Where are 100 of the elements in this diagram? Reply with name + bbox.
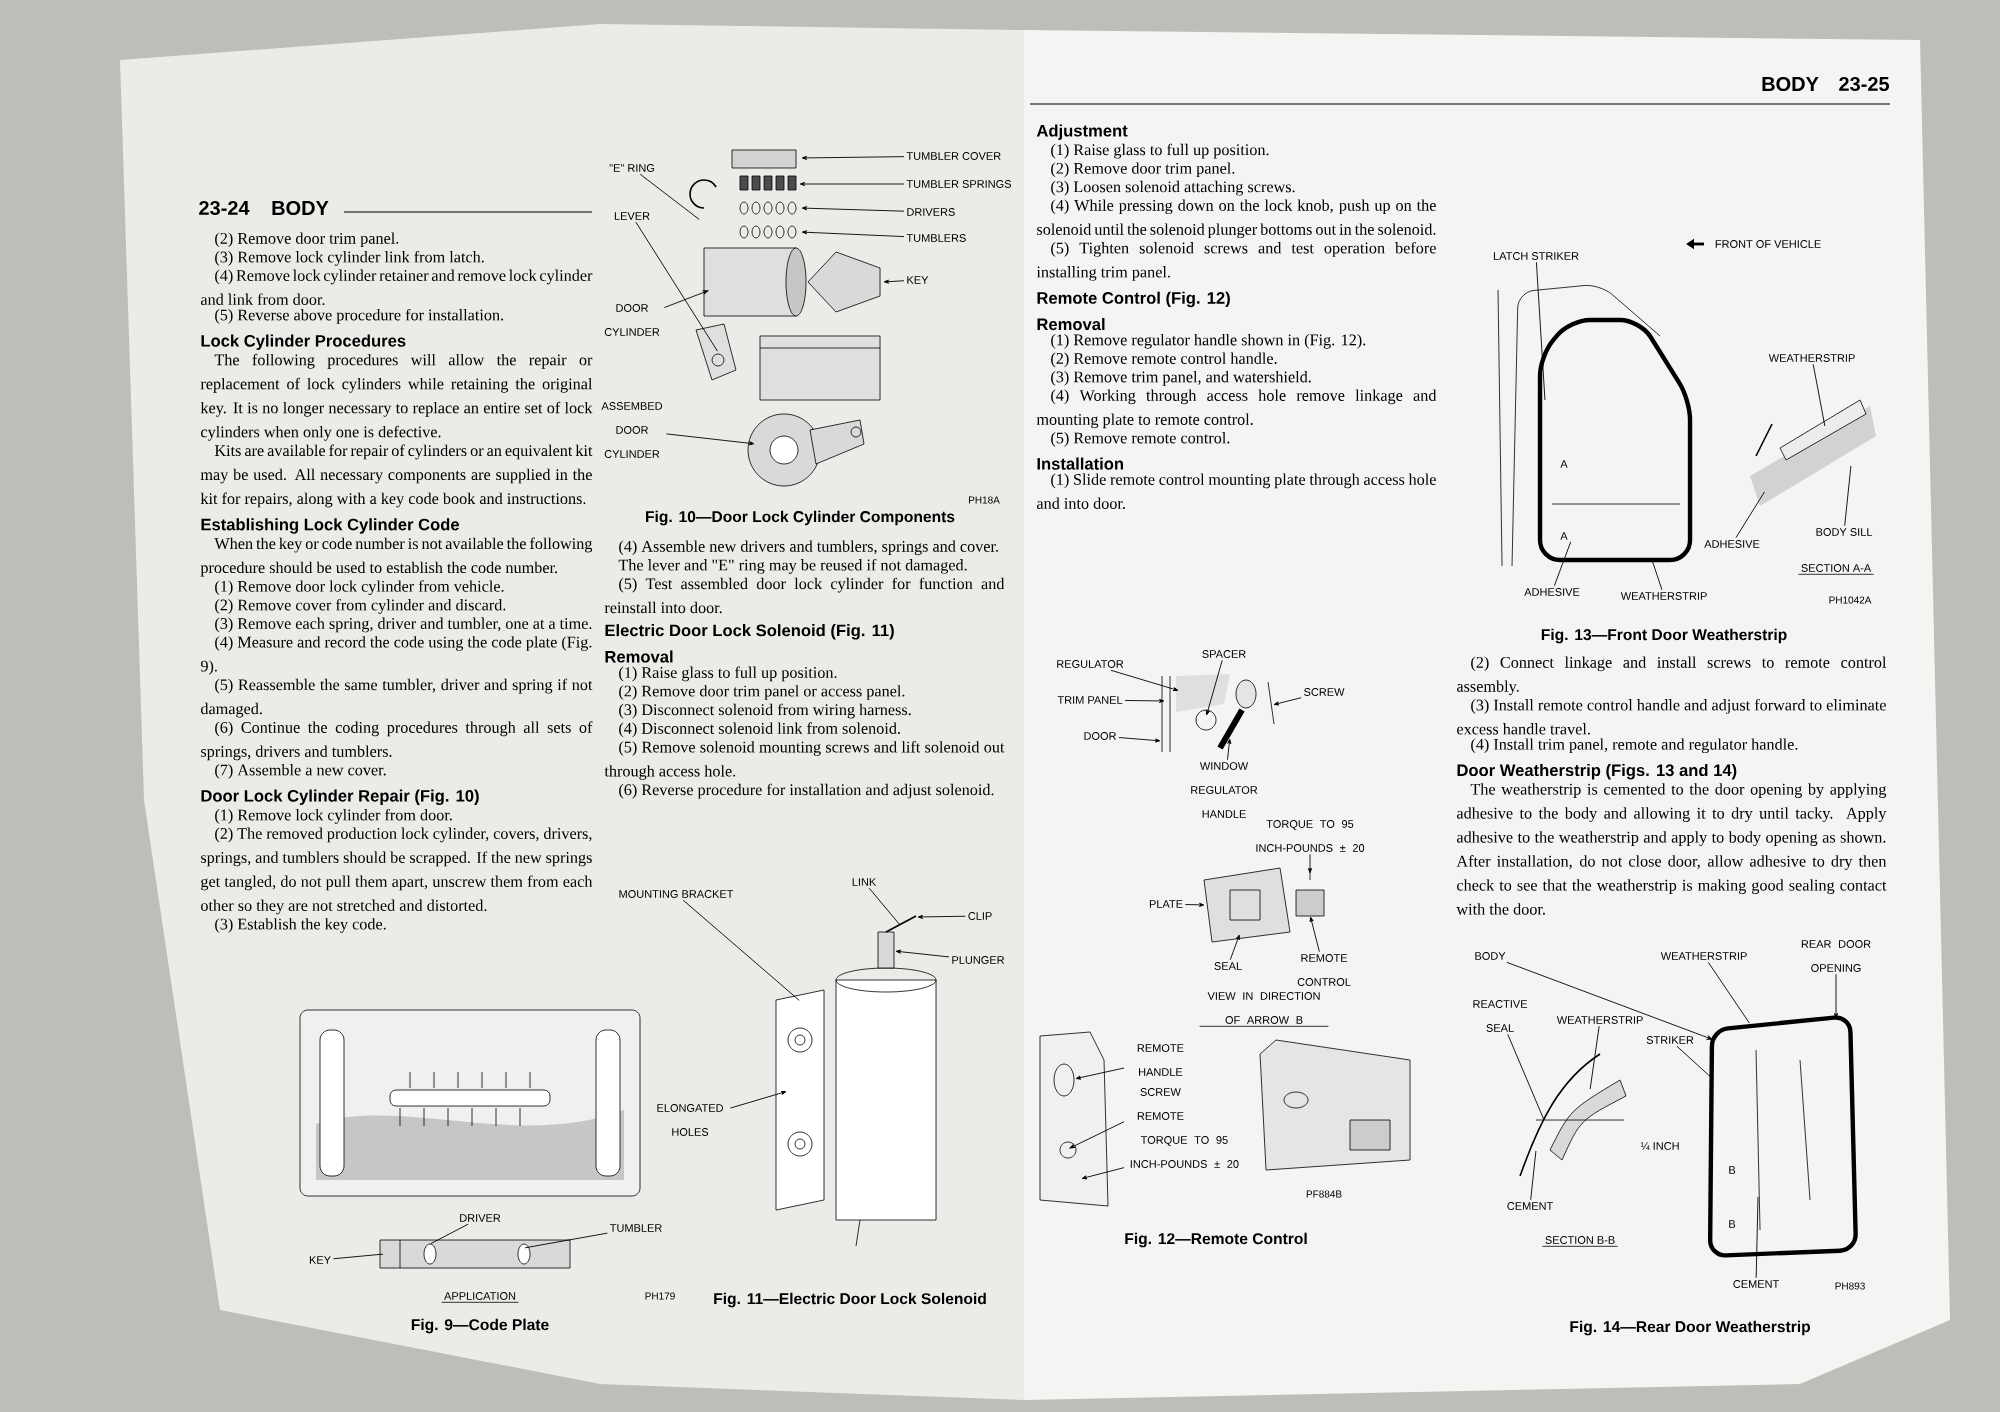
leader-line <box>1118 737 1161 743</box>
instruction-text: (4) Install trim panel, remote and regulator handle. <box>1471 738 1798 754</box>
leader-line <box>1812 363 1826 427</box>
leader-line <box>1650 557 1663 591</box>
weatherstrip-section-drawing <box>1750 399 1877 506</box>
door-drawing <box>1039 1031 1109 1207</box>
leader-line <box>799 181 905 187</box>
leader-line <box>1707 961 1750 1024</box>
instruction-text: The following procedures will allow the repair or replacement of lock cylinders while retaining the original key. It is no longer necessary to replace an entire set of lock cylinders when only one is defective. <box>200 353 593 441</box>
instruction-text: (3) Loosen solenoid attaching screws. <box>1051 180 1295 196</box>
instruction-text: (2) Remove door trim panel. <box>1051 162 1235 178</box>
leader-line <box>895 949 950 958</box>
instruction-text: (5) Tighten solenoid screws and test operation before installing trim panel. <box>1036 241 1436 281</box>
leader-line <box>1530 1150 1537 1201</box>
leader-line <box>1553 541 1572 587</box>
instruction-text: (3) Disconnect solenoid from wiring harness. <box>619 703 911 719</box>
leader-line <box>1229 934 1240 961</box>
instruction-text: (4) Assemble new drivers and tumblers, springs and cover. <box>619 540 998 556</box>
instruction-text: (1) Slide remote control mounting plate through access hole and into door. <box>1037 473 1436 509</box>
instruction-text: (4) While pressing down on the lock knob, push up on the solenoid until the solenoid plunger bottoms out in the solenoid. <box>1037 199 1436 239</box>
leader-line <box>1735 491 1765 539</box>
instruction-text: (3) Remove each spring, driver and tumbler, one at a time. <box>215 617 592 633</box>
instruction-text: The lever and "E" ring may be reused if not damaged. <box>618 558 967 574</box>
leader-line <box>1535 261 1546 401</box>
section-heading: Establishing Lock Cylinder Code <box>201 518 460 534</box>
leader-line <box>524 1232 608 1249</box>
remote-plate-drawing <box>1203 867 1325 943</box>
leader-line <box>1075 1067 1125 1080</box>
instruction-text: (4) Remove lock cylinder retainer and remove lock cylinder and link from door. <box>200 269 593 306</box>
solenoid-drawing <box>775 915 937 1247</box>
leader-line <box>332 1253 384 1260</box>
instruction-text: (5) Remove solenoid mounting screws and lift solenoid out through access hole. <box>604 741 1005 780</box>
leader-line <box>1205 659 1223 716</box>
leader-line <box>1676 1045 1714 1080</box>
instruction-text: (1) Remove regulator handle shown in (Fig. 12). <box>1051 334 1366 349</box>
instruction-text: (4) Measure and record the code using the code plate (Fig. 9). <box>200 636 592 675</box>
leader-line <box>1589 1025 1600 1090</box>
rear-door-drawing <box>1707 1015 1858 1258</box>
leader-line <box>868 887 900 925</box>
leader-line <box>883 279 905 284</box>
instruction-text: (5) Test assembled door lock cylinder for function and reinstall into door. <box>604 577 1005 614</box>
leader-line <box>1755 1196 1759 1279</box>
page-header: 23-25 <box>1839 76 1890 92</box>
leader-line <box>1507 1033 1545 1120</box>
leader-line <box>1309 916 1320 953</box>
door-frame-drawing <box>1497 285 1693 567</box>
leader-line <box>801 230 905 238</box>
section-heading: Removal <box>1037 318 1105 331</box>
instruction-text: (3) Remove trim panel, and watershield. <box>1051 371 1311 386</box>
instruction-text: (1) Raise glass to full up position. <box>1051 143 1269 159</box>
instruction-text: (4) Disconnect solenoid link from solenoid. <box>619 722 900 738</box>
section-heading: Door Lock Cylinder Repair (Fig. 10) <box>201 789 479 806</box>
page-header: BODY <box>272 200 329 216</box>
instruction-text: (4) Working through access hole remove linkage and mounting plate to remote control. <box>1036 389 1437 429</box>
section-heading: Removal <box>605 650 673 663</box>
instruction-text: (3) Remove lock cylinder link from latch. <box>215 250 484 266</box>
instruction-text: (5) Remove remote control. <box>1051 432 1230 447</box>
leader-line <box>639 173 700 220</box>
instruction-text: (7) Assemble a new cover. <box>215 764 386 779</box>
seal-section-drawing <box>1519 1053 1627 1177</box>
leader-line <box>430 1223 469 1244</box>
leader-line <box>917 914 966 919</box>
instruction-text: (2) The removed production lock cylinder, covers, drivers, springs, and tumblers should be scrapped. If the new springs get tangled, do not pull them apart, unscrew them from each other so they are not stretched and distorted. <box>201 827 593 915</box>
leader-line <box>801 206 905 212</box>
instruction-text: (2) Remove remote control handle. <box>1051 352 1277 368</box>
section-heading: Lock Cylinder Procedures <box>201 334 406 350</box>
lock-cylinder-drawing <box>689 149 881 487</box>
instruction-text: The weatherstrip is cemented to the door opening by applying adhesive to the body and allowing it to dry until tacky. Apply adhesive to the weatherstrip and apply to body opening as shown. After installation, do not close door, allow adhesive to dry then check to see that the weatherstrip is making good sealing contact with the door. <box>1456 783 1887 915</box>
instruction-text: (6) Continue the coding procedures through all sets of springs, drivers and tumblers. <box>201 721 593 761</box>
section-heading: Electric Door Lock Solenoid (Fig. 11) <box>605 624 894 640</box>
leader-line <box>682 899 800 1001</box>
section-heading: Installation <box>1037 457 1123 470</box>
instruction-text: (3) Install remote control handle and adjust forward to eliminate excess handle travel. <box>1457 698 1886 735</box>
leader-line <box>665 433 755 446</box>
leader-line <box>1834 973 1839 1019</box>
instruction-text: Kits are available for repair of cylinders or an equivalent kit may be used. All necessary components are supplied in the kit for repairs, along with a key code book and instructions. <box>200 444 593 508</box>
instruction-text: (3) Establish the key code. <box>215 918 386 933</box>
leader-line <box>663 290 709 308</box>
page-header: BODY <box>1762 76 1819 92</box>
leader-line <box>1110 669 1179 692</box>
leader-line <box>1185 902 1205 907</box>
instruction-text: (5) Reverse above procedure for installation. <box>215 308 504 324</box>
leader-line <box>801 155 905 160</box>
instruction-text: (2) Remove cover from cylinder and discard. <box>215 598 506 614</box>
leader-line <box>1844 465 1852 527</box>
window-handle-drawing <box>1161 674 1275 753</box>
leader-line <box>729 1090 787 1109</box>
instruction-text: When the key or code number is not available the following procedure should be used to establish the code number. <box>200 537 593 577</box>
key-drawing <box>379 1239 571 1269</box>
section-heading: Adjustment <box>1036 124 1128 140</box>
instruction-text: (1) Raise glass to full up position. <box>619 666 837 682</box>
instruction-text: (5) Reassemble the same tumbler, driver and spring if not damaged. <box>201 678 593 718</box>
leader-line <box>1081 1167 1125 1180</box>
leader-line <box>1273 697 1302 706</box>
code-plate-drawing <box>299 1009 641 1197</box>
instruction-text: (2) Remove door trim panel or access panel. <box>619 685 905 700</box>
leader-line <box>1308 853 1313 874</box>
page-header: 23-24 <box>199 200 250 216</box>
section-heading: Door Weatherstrip (Figs. 13 and 14) <box>1457 763 1737 780</box>
instruction-text: (6) Reverse procedure for installation and adjust solenoid. <box>619 783 994 799</box>
